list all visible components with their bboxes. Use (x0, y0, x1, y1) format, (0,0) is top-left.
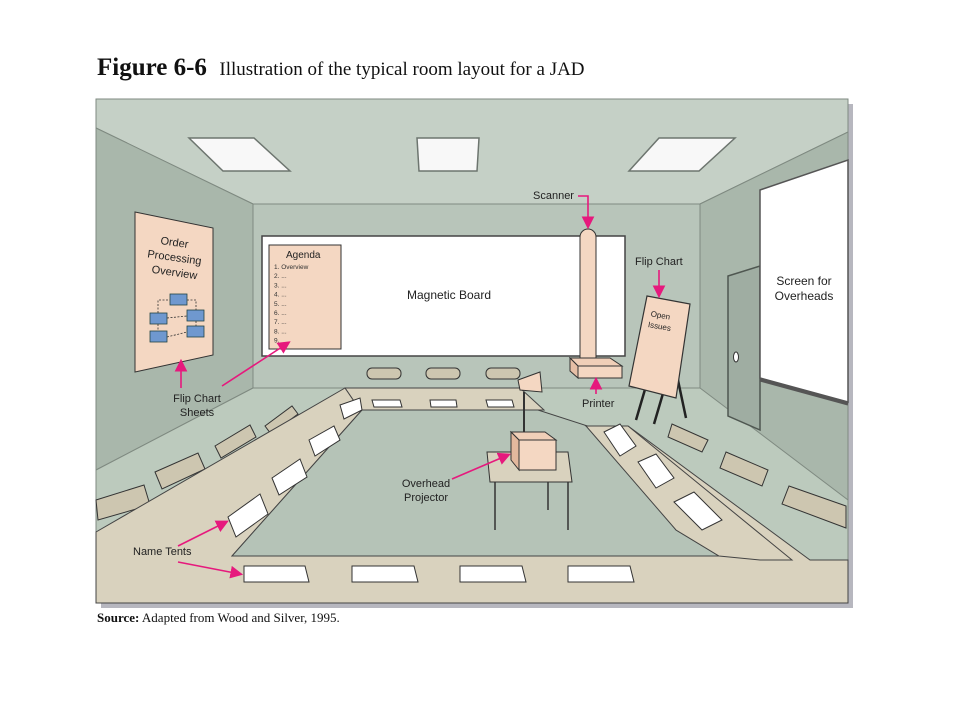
name-tent (271, 458, 308, 496)
name-tent (308, 425, 341, 457)
chair-back (366, 367, 402, 380)
name-tent (673, 491, 723, 531)
agenda-title: Agenda (286, 250, 321, 261)
chair (719, 451, 769, 487)
right-chairs (667, 423, 847, 529)
chair (214, 424, 257, 459)
agenda-sheet (268, 244, 342, 350)
callout-arrows (174, 195, 666, 579)
agenda-item: 6. ... (274, 310, 287, 317)
screen-roller (759, 378, 849, 406)
agenda-item: 2. ... (274, 273, 287, 280)
overhead-projector-label-line-1: Overhead (402, 478, 450, 490)
agenda-list: 1. Overview 2. ... 3. ... 4. ... 5. ... 6. ..… (274, 264, 309, 345)
chair (667, 423, 709, 453)
agenda-item: 4. ... (274, 292, 287, 299)
flip-chart-label: Flip Chart (635, 256, 683, 268)
agenda-item: 7. ... (274, 319, 287, 326)
source-line: Source: Adapted from Wood and Silver, 19… (97, 610, 340, 626)
left-chairs (95, 405, 299, 521)
easel-leg (652, 389, 666, 425)
name-tents-label: Name Tents (133, 546, 192, 558)
screen-label-line-2: Overheads (775, 289, 834, 303)
flip-chart-sheet-title-line-1: Order (160, 235, 190, 251)
source-text: Adapted from Wood and Silver, 1995. (139, 610, 340, 625)
figure-caption: Figure 6-6 Illustration of the typical r… (97, 54, 585, 82)
screen-label-line-1: Screen for (776, 274, 831, 288)
org-chart-box (186, 325, 205, 338)
org-chart-box (169, 293, 188, 306)
flip-chart-sheets-label-line-2: Sheets (180, 407, 215, 419)
name-tent (567, 565, 635, 583)
name-tent (485, 399, 515, 408)
figure-number: Figure 6-6 (97, 54, 207, 81)
magnetic-board-label: Magnetic Board (407, 288, 491, 302)
easel-leg (634, 385, 648, 421)
agenda-item: 1. Overview (274, 264, 309, 271)
chair-back (425, 367, 461, 380)
flip-chart-sheets-label-line-1: Flip Chart (173, 393, 221, 405)
printer-label: Printer (582, 398, 615, 410)
agenda-item: 9. (274, 338, 280, 345)
ceiling-light-right (627, 137, 737, 172)
scanner-label: Scanner (533, 190, 574, 202)
org-chart-sketch (149, 293, 205, 343)
open-issues-line-1: Open (650, 309, 671, 321)
source-label: Source: (97, 610, 140, 625)
name-tent (371, 399, 403, 408)
projector-base-front (518, 439, 557, 471)
door (727, 264, 761, 432)
org-chart-box (186, 309, 205, 322)
ceiling-light-left (187, 137, 292, 172)
projector-arrow (451, 452, 511, 480)
open-issues-line-2: Issues (647, 320, 671, 333)
chair-back (485, 367, 521, 380)
name-tent (227, 493, 269, 538)
door-handle (733, 351, 739, 363)
agenda-item: 8. ... (274, 328, 287, 335)
org-chart-box (149, 330, 168, 343)
org-chart-connectors (157, 299, 197, 338)
name-tent (603, 423, 637, 457)
name-tent (429, 399, 458, 408)
projection-screen (759, 158, 849, 403)
name-tent (243, 565, 310, 583)
name-tent (351, 565, 419, 583)
flip-chart-pad (628, 295, 691, 399)
chair (781, 485, 847, 529)
name-tent (339, 397, 363, 420)
ceiling-light-center (416, 137, 480, 172)
scanner-arrow (578, 195, 595, 230)
flip-chart-easel (628, 295, 691, 425)
overhead-projector-label-line-2: Projector (404, 492, 448, 504)
figure-title: Illustration of the typical room layout … (219, 59, 585, 80)
agenda-arrow (221, 341, 291, 387)
back-chairs (366, 367, 521, 380)
name-tents (227, 397, 723, 583)
org-chart-box (149, 312, 168, 325)
scanner (579, 228, 597, 370)
printer-front (577, 365, 623, 379)
chair (264, 405, 299, 435)
agenda-item: 3. ... (274, 282, 287, 289)
name-tent-arrow-upper (177, 520, 229, 547)
name-tent (459, 565, 527, 583)
agenda-item: 5. ... (274, 301, 287, 308)
projector-head (517, 371, 543, 393)
table-right-top (584, 425, 794, 561)
name-tent (637, 453, 675, 489)
name-tent-arrow-lower (177, 561, 244, 579)
